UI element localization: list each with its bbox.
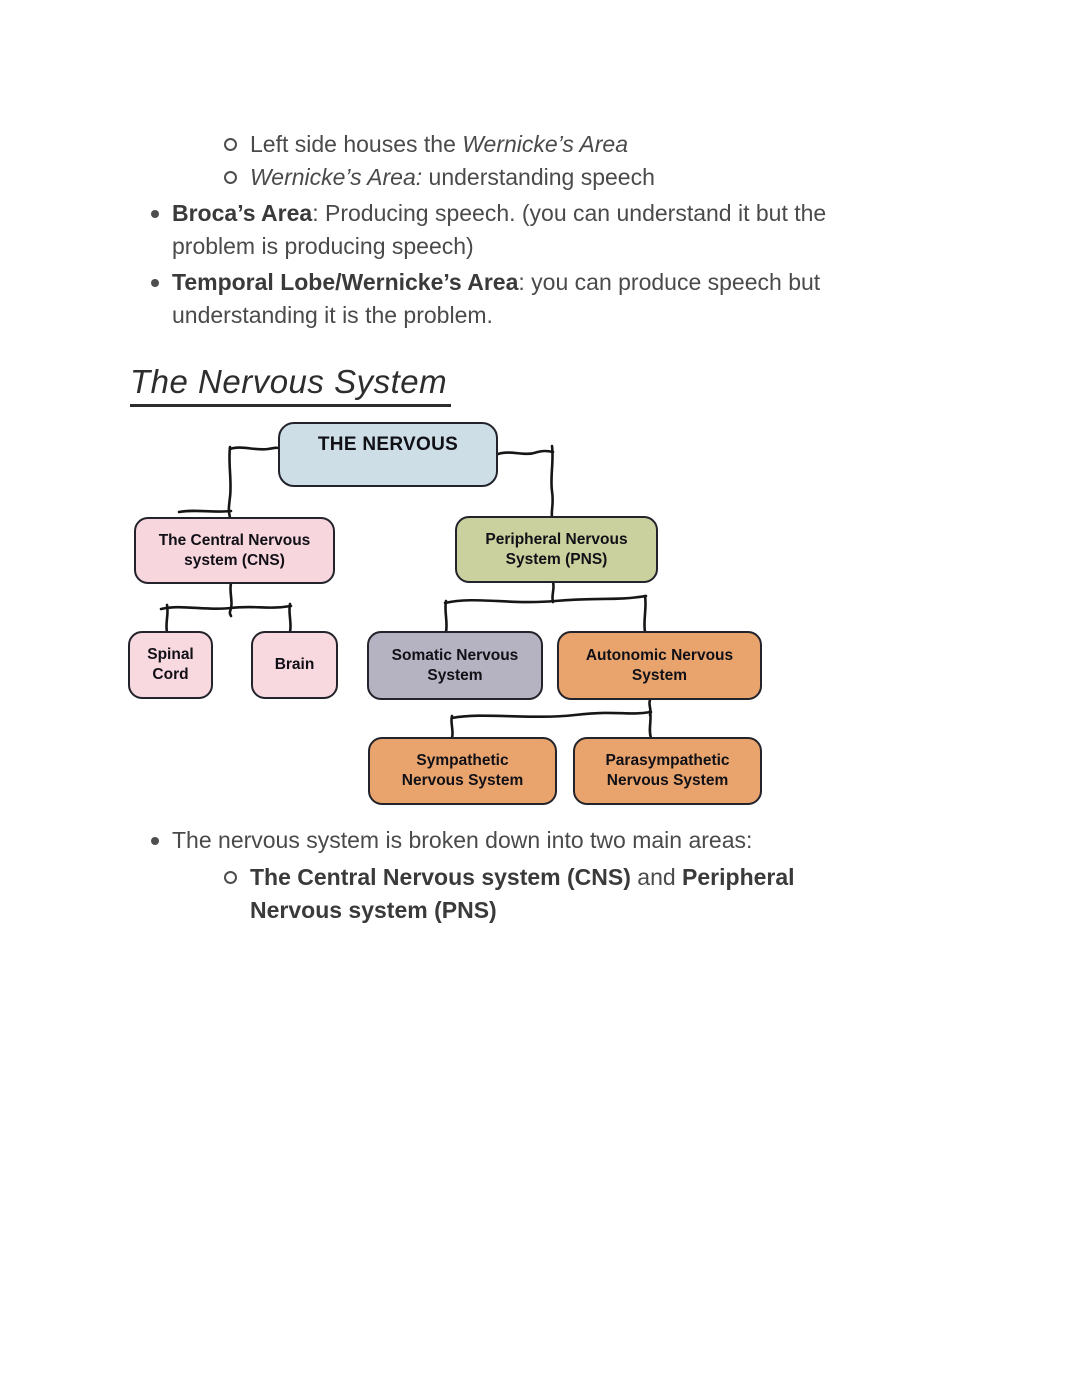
text-segment: : you can produce speech but bbox=[518, 269, 821, 295]
diagram-node-cns: The Central Nervous system (CNS) bbox=[134, 517, 335, 584]
connector-line bbox=[450, 710, 653, 720]
diagram-node-parasympathetic: Parasympathetic Nervous System bbox=[573, 737, 762, 805]
note-text: The nervous system is broken down into t… bbox=[172, 824, 752, 857]
diagram-node-pns: Peripheral Nervous System (PNS) bbox=[455, 516, 658, 583]
note-line: Left side houses the Wernicke’s Area bbox=[150, 128, 826, 161]
note-line: problem is producing speech) bbox=[150, 230, 826, 263]
note-text: Left side houses the Wernicke’s Area bbox=[250, 128, 628, 161]
note-text: Temporal Lobe/Wernicke’s Area: you can p… bbox=[172, 266, 820, 299]
text-segment: The Central Nervous system (CNS) bbox=[250, 864, 631, 890]
text-segment: understanding speech bbox=[422, 164, 655, 190]
text-segment: Temporal Lobe/Wernicke’s Area bbox=[172, 269, 519, 295]
text-segment: Wernicke’s Area bbox=[462, 131, 629, 157]
note-line: Wernicke’s Area: understanding speech bbox=[150, 161, 826, 194]
note-line: Temporal Lobe/Wernicke’s Area: you can p… bbox=[150, 266, 826, 299]
connector-line bbox=[648, 709, 653, 740]
bullet-icon bbox=[150, 197, 172, 230]
connector-line bbox=[228, 581, 233, 618]
text-segment: problem is producing speech) bbox=[172, 233, 474, 259]
no-bullet bbox=[224, 894, 250, 927]
text-segment: Nervous system (PNS) bbox=[250, 897, 497, 923]
connector-line bbox=[551, 580, 555, 604]
text-segment: The nervous system is broken down into t… bbox=[172, 827, 753, 853]
section-heading-text: The Nervous System bbox=[130, 363, 452, 407]
hollow-bullet-icon bbox=[224, 161, 250, 194]
note-line: Nervous system (PNS) bbox=[150, 894, 795, 927]
connector-line bbox=[228, 446, 280, 451]
text-segment: Wernicke’s Area: bbox=[250, 164, 423, 190]
note-text: problem is producing speech) bbox=[172, 230, 474, 263]
diagram-node-brain: Brain bbox=[251, 631, 338, 699]
diagram-node-label: Sympathetic Nervous System bbox=[401, 752, 524, 789]
hollow-bullet-icon bbox=[224, 861, 250, 894]
note-text: Nervous system (PNS) bbox=[250, 894, 497, 927]
note-line: The nervous system is broken down into t… bbox=[150, 824, 795, 857]
note-line: The Central Nervous system (CNS) and Per… bbox=[150, 861, 795, 894]
nervous-system-diagram: THE NERVOUS The Central Nervous system (C… bbox=[110, 415, 790, 815]
connector-line bbox=[443, 594, 648, 605]
diagram-node-label: Autonomic Nervous System bbox=[585, 646, 734, 684]
text-segment: understanding it is the problem. bbox=[172, 302, 493, 328]
text-segment: Peripheral bbox=[682, 864, 795, 890]
diagram-node-sympathetic: Sympathetic Nervous System bbox=[368, 737, 557, 805]
connector-line bbox=[177, 509, 233, 514]
connector-line bbox=[444, 599, 448, 634]
diagram-node-label: Brain bbox=[274, 656, 315, 673]
note-line: understanding it is the problem. bbox=[150, 299, 826, 332]
diagram-node-label: Peripheral Nervous System (PNS) bbox=[485, 530, 628, 568]
no-bullet bbox=[150, 299, 172, 332]
connector-line bbox=[227, 445, 232, 520]
diagram-node-autonomic: Autonomic Nervous System bbox=[557, 631, 762, 700]
notes-bottom: The nervous system is broken down into t… bbox=[150, 824, 795, 927]
diagram-connectors bbox=[159, 444, 653, 740]
diagram-node-label: THE NERVOUS bbox=[317, 434, 459, 455]
connector-line bbox=[288, 602, 292, 634]
connector-line bbox=[165, 603, 169, 634]
note-text: Broca’s Area: Producing speech. (you can… bbox=[172, 197, 826, 230]
diagram-node-label: Spinal Cord bbox=[147, 646, 194, 683]
diagram-node-nervous: THE NERVOUS bbox=[278, 422, 498, 487]
note-text: Wernicke’s Area: understanding speech bbox=[250, 161, 655, 194]
section-heading: The Nervous System bbox=[130, 363, 452, 407]
connector-line bbox=[643, 594, 647, 634]
bullet-icon bbox=[150, 824, 172, 857]
diagram-node-label: Somatic Nervous System bbox=[391, 646, 519, 684]
no-bullet bbox=[150, 230, 172, 263]
diagram-node-label: Parasympathetic Nervous System bbox=[605, 752, 730, 789]
note-text: understanding it is the problem. bbox=[172, 299, 493, 332]
note-line: Broca’s Area: Producing speech. (you can… bbox=[150, 197, 826, 230]
connector-line bbox=[496, 449, 555, 456]
bullet-icon bbox=[150, 266, 172, 299]
connector-line bbox=[159, 604, 293, 611]
text-segment: Left side houses the bbox=[250, 131, 463, 157]
diagram-node-somatic: Somatic Nervous System bbox=[367, 631, 543, 700]
text-segment: : Producing speech. (you can understand … bbox=[312, 200, 827, 226]
connector-line bbox=[450, 714, 454, 740]
text-segment: and bbox=[630, 864, 683, 890]
note-text: The Central Nervous system (CNS) and Per… bbox=[250, 861, 795, 894]
hollow-bullet-icon bbox=[224, 128, 250, 161]
diagram-node-spinal: Spinal Cord bbox=[128, 631, 213, 699]
connector-line bbox=[550, 444, 555, 519]
diagram-node-label: The Central Nervous system (CNS) bbox=[158, 531, 311, 569]
text-segment: Broca’s Area bbox=[172, 200, 313, 226]
